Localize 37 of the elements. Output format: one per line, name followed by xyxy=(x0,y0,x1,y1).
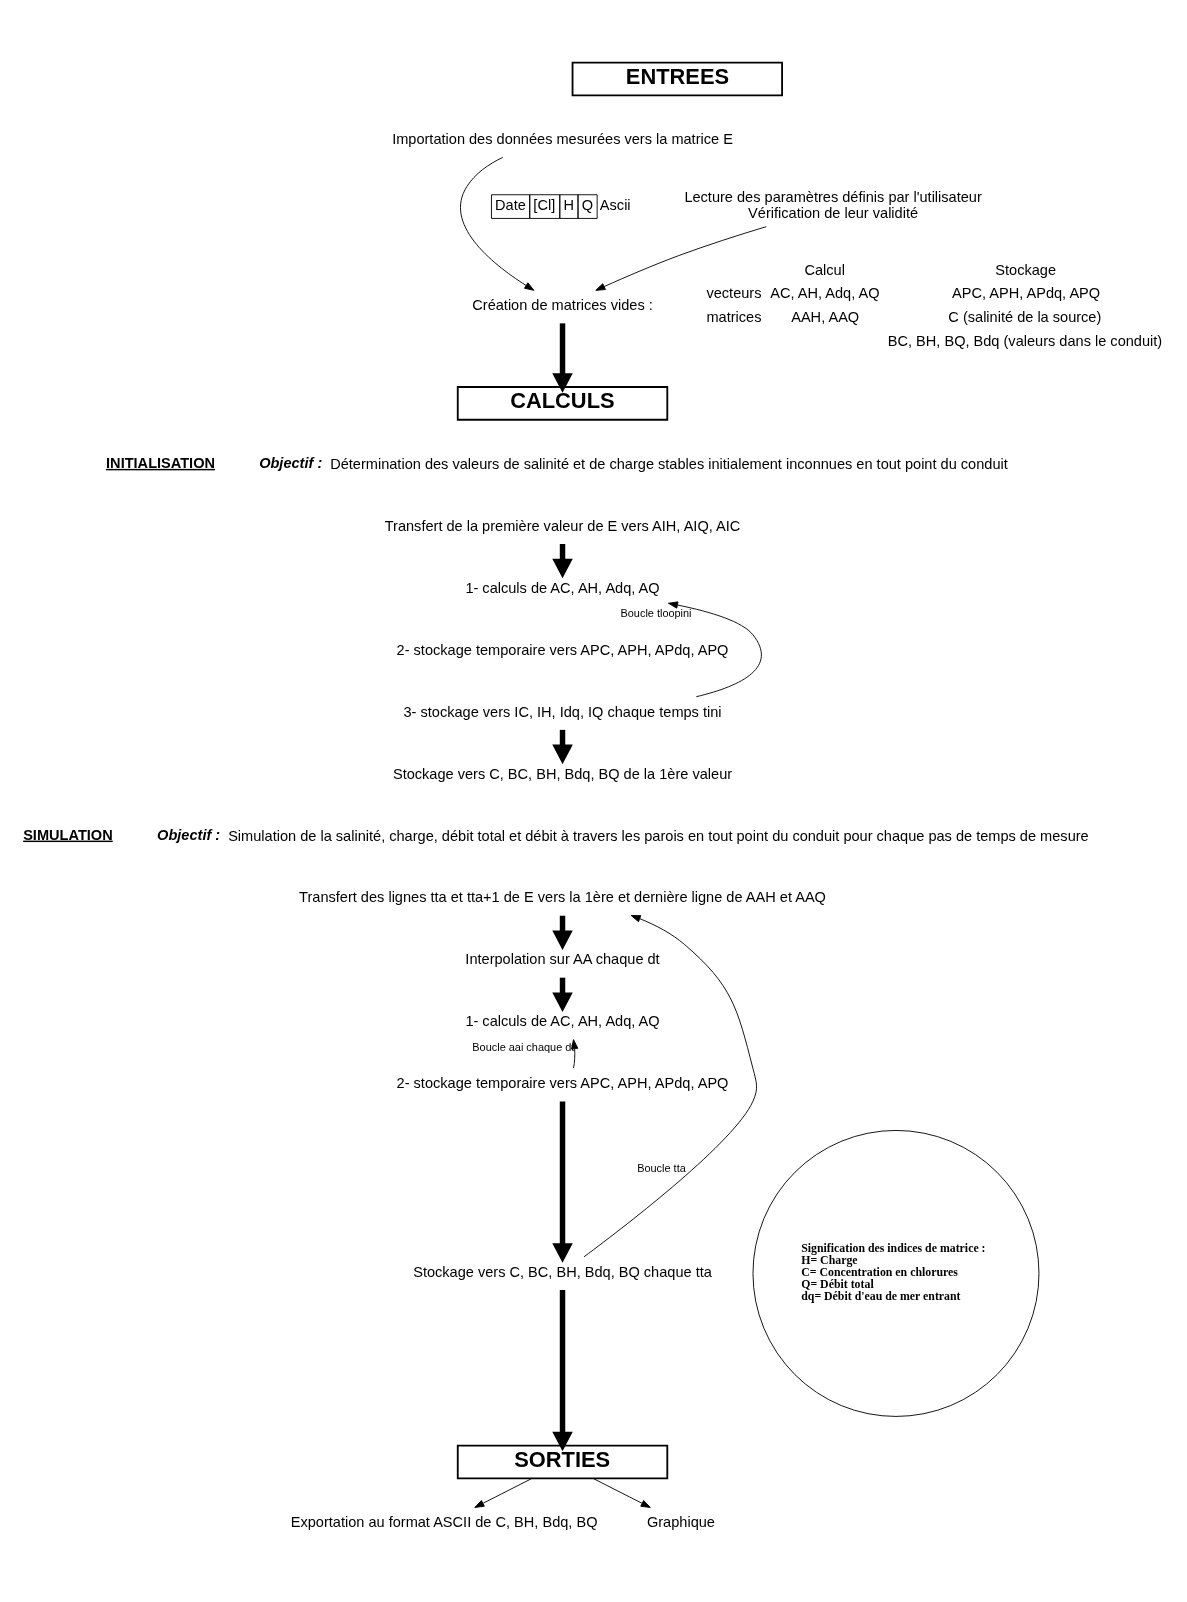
node-text: Création de matrices vides : xyxy=(472,296,653,313)
label: Stockage xyxy=(995,261,1056,278)
edge-label: Boucle tloopini xyxy=(620,606,692,619)
label: Calcul xyxy=(804,261,845,278)
label: APC, APH, APdq, APQ xyxy=(952,284,1101,301)
node-text: 1- calculs de AC, AH, Adq, AQ xyxy=(465,579,660,596)
label: Détermination des valeurs de salinité et de charge stables initialement inconnues en tout point du conduit xyxy=(330,455,1008,472)
label: Date xyxy=(495,196,526,213)
node-text: Transfert des lignes tta et tta+1 de E vers la 1ère et dernière ligne de AAH et AAQ xyxy=(299,888,826,905)
node-text: 3- stockage vers IC, IH, Idq, IQ chaque temps tini xyxy=(403,703,722,720)
label: matrices xyxy=(706,308,762,325)
node-text: 2- stockage temporaire vers APC, APH, APdq, APQ xyxy=(396,641,729,658)
node-text: Exportation au format ASCII de C, BH, Bdq, BQ xyxy=(290,1513,598,1530)
label: Q xyxy=(581,196,593,213)
node-text: Lecture des paramètres définis par l'utilisateur Vérification de leur validité xyxy=(684,188,982,221)
label: SIMULATION xyxy=(23,826,113,843)
node-text: Interpolation sur AA chaque dt xyxy=(465,950,660,967)
node-text: Transfert de la première valeur de E vers AIH, AIQ, AIC xyxy=(384,517,741,534)
node-text: Stockage vers C, BC, BH, Bdq, BQ de la 1ère valeur xyxy=(392,765,733,782)
label: H xyxy=(563,196,574,213)
node-text: Importation des données mesurées vers la matrice E xyxy=(392,130,733,147)
label: AAH, AAQ xyxy=(791,308,860,325)
label: Objectif : xyxy=(157,826,221,843)
label: Ascii xyxy=(599,196,631,213)
label: BC, BH, BQ, Bdq (valeurs dans le conduit) xyxy=(887,332,1163,349)
node-text: Graphique xyxy=(646,1513,715,1530)
label: Simulation de la salinité, charge, débit total et débit à travers les parois en tout point du conduit pour chaque pas de temps de mesure xyxy=(228,827,1089,844)
label: INITIALISATION xyxy=(106,454,216,471)
label: [Cl] xyxy=(533,196,556,213)
label: Objectif : xyxy=(259,454,323,471)
node-text: 2- stockage temporaire vers APC, APH, APdq, APQ xyxy=(396,1074,729,1091)
node-text: 1- calculs de AC, AH, Adq, AQ xyxy=(465,1012,660,1029)
label: AC, AH, Adq, AQ xyxy=(770,284,880,301)
label: C (salinité de la source) xyxy=(948,308,1102,325)
node-text: Stockage vers C, BC, BH, Bdq, BQ chaque tta xyxy=(413,1263,712,1280)
edge-label: Boucle tta xyxy=(637,1161,686,1174)
label: vecteurs xyxy=(706,284,762,301)
